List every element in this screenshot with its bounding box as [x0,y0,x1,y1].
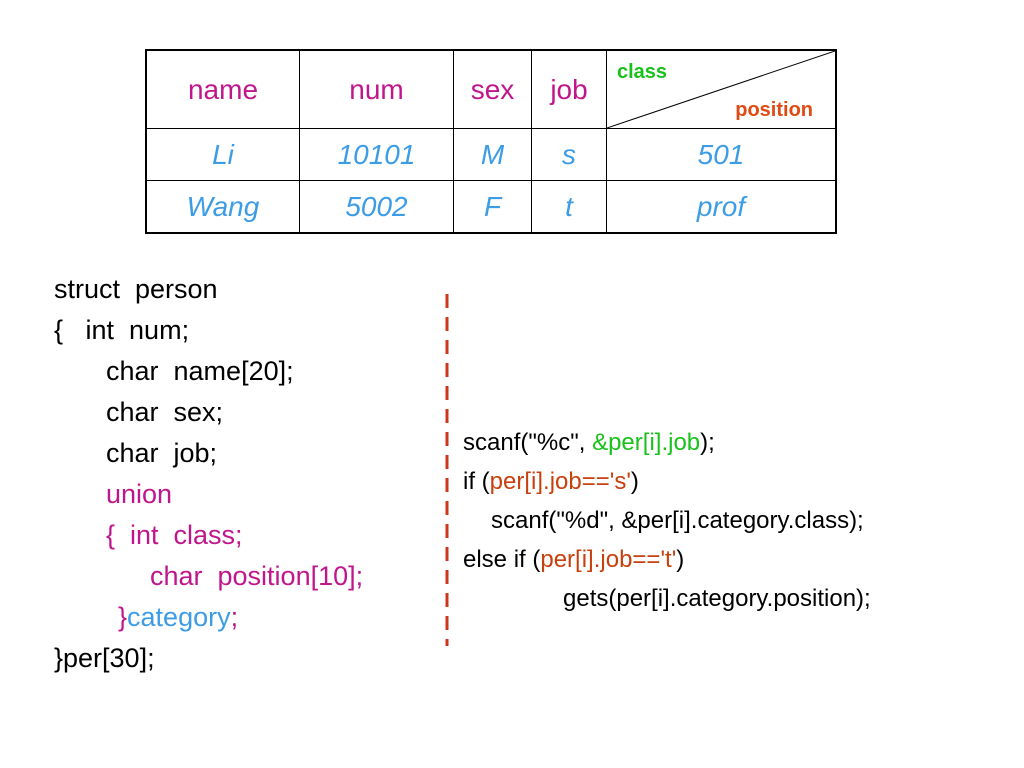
table-header-row: name num sex job class position [145,49,837,129]
code-line: char sex; [106,397,224,427]
header-class-position: class position [606,49,837,129]
code-text: scanf("%c", [463,429,593,456]
header-sex: sex [453,49,532,129]
code-text: if ( [463,468,490,495]
cell-sex: M [453,128,532,181]
code-text: else if ( [463,546,541,573]
code-line: char position[10]; [150,561,364,591]
code-text: ) [630,468,639,495]
person-table: name num sex job class position Li 10101… [145,49,837,234]
code-line: else if (per[i].job=='t') [463,545,684,575]
code-highlight: per[i].job=='t' [540,546,677,573]
table-row: Wang 5002 F t prof [145,180,837,234]
cell-job: s [531,128,607,181]
cell-job: t [531,180,607,234]
cell-name: Wang [145,180,300,234]
cell-num: 5002 [299,180,454,234]
code-line: struct person [54,274,218,304]
header-position-label: position [735,99,813,121]
code-line: union [106,479,173,509]
code-line: }category; [118,601,238,633]
diagonal-divider [607,51,835,128]
code-line: if (per[i].job=='s') [463,467,639,497]
code-line: scanf("%c", &per[i].job); [463,428,715,458]
code-line: { int class; [106,520,243,550]
code-text: ) [676,546,685,573]
table-row: Li 10101 M s 501 [145,128,837,181]
code-line: char job; [106,438,218,468]
code-line: { int num; [54,315,190,345]
header-num: num [299,49,454,129]
code-line: gets(per[i].category.position); [563,585,871,612]
code-line: char name[20]; [106,356,294,386]
cell-sex: F [453,180,532,234]
cell-class-position: 501 [606,128,837,181]
code-semicolon: ; [230,602,239,632]
code-line: }per[30]; [54,643,155,673]
header-class-label: class [617,61,668,83]
cell-num: 10101 [299,128,454,181]
cell-class-position: prof [606,180,837,234]
code-line: scanf("%d", &per[i].category.class); [491,507,864,534]
code-brace: } [118,602,128,632]
code-highlight: &per[i].job [592,429,701,456]
header-name: name [145,49,300,129]
cell-name: Li [145,128,300,181]
code-highlight: per[i].job=='s' [489,468,631,495]
header-job: job [531,49,607,129]
dashed-divider [445,294,449,646]
code-text: ); [700,429,715,456]
code-union-name: category [127,602,231,632]
